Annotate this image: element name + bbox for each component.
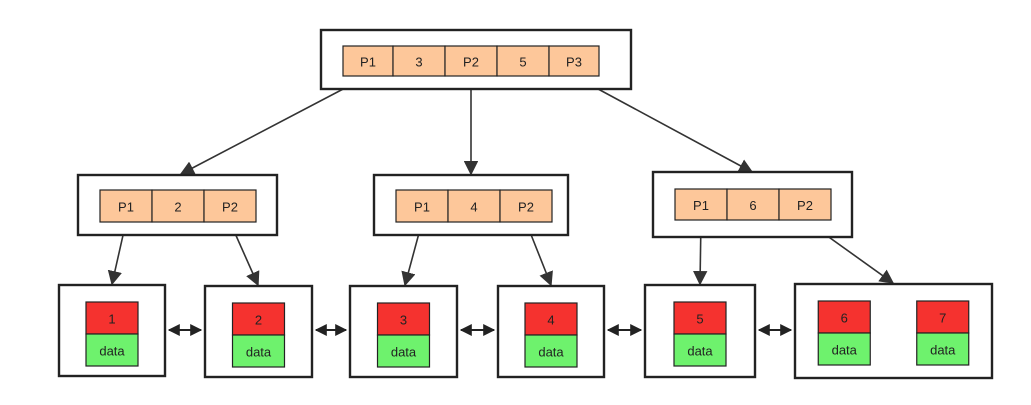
leaf-key-label: 2 xyxy=(255,313,262,328)
leaf-data-label: data xyxy=(687,344,713,359)
pointer-cell xyxy=(674,188,728,221)
pointer-cell xyxy=(548,45,600,77)
pointer-label: 3 xyxy=(415,55,422,70)
pointer-cell xyxy=(203,189,257,223)
leaf-data-label: data xyxy=(246,345,272,360)
pointer-label: P2 xyxy=(797,198,813,213)
leaf-data-label: data xyxy=(538,345,564,360)
pointer-label: 6 xyxy=(749,198,756,213)
leaf-key-cell xyxy=(231,302,286,336)
leaf-data-cell xyxy=(916,332,970,366)
leaf-node: 1 data xyxy=(57,283,167,378)
leaf-node: 3 data xyxy=(348,284,459,379)
leaf-data-cell xyxy=(673,333,727,367)
leaf-key-label: 5 xyxy=(696,312,703,327)
pointer-label: 2 xyxy=(174,200,181,215)
leaf-key-cell xyxy=(376,302,431,336)
pointer-cell xyxy=(99,189,153,223)
leaf-data-cell xyxy=(376,334,431,368)
pointer-label: P1 xyxy=(118,200,134,215)
leaf-key-label: 1 xyxy=(108,312,115,327)
leaf-data-label: data xyxy=(832,343,858,358)
pointer-label: 5 xyxy=(519,55,526,70)
leaf-key-label: 4 xyxy=(547,313,554,328)
pointer-cell xyxy=(447,189,501,223)
leaf-node: 2 data xyxy=(203,284,314,379)
leaf-key-label: 6 xyxy=(841,311,848,326)
leaf-key-label: 7 xyxy=(939,311,946,326)
leaf-node: 6 data 7 data xyxy=(793,282,994,380)
leaf-data-label: data xyxy=(930,343,956,358)
leaf-node: 5 data xyxy=(643,283,757,379)
leaf-node: 4 data xyxy=(496,284,606,379)
leaf-key-cell xyxy=(817,300,871,334)
internal-node: P1 6 P2 xyxy=(651,170,854,239)
root-node: P1 3 P2 5 P3 xyxy=(319,28,633,91)
leaf-data-cell xyxy=(85,333,139,367)
leaf-data-cell xyxy=(524,334,578,368)
leaf-key-label: 3 xyxy=(400,313,407,328)
leaf-data-cell xyxy=(817,332,871,366)
pointer-cell xyxy=(499,189,553,223)
pointer-label: P3 xyxy=(566,55,582,70)
pointer-label: P1 xyxy=(360,55,376,70)
leaf-data-label: data xyxy=(99,344,125,359)
pointer-cell xyxy=(778,188,832,221)
pointer-label: 4 xyxy=(470,200,477,215)
internal-node: P1 4 P2 xyxy=(372,173,570,237)
root-to-internal-arrow xyxy=(573,75,754,173)
root-to-internal-arrow xyxy=(179,75,369,175)
leaf-key-cell xyxy=(524,302,578,336)
internal-node: P1 2 P2 xyxy=(76,173,279,237)
pointer-label: P1 xyxy=(414,200,430,215)
pointer-cell xyxy=(726,188,780,221)
pointer-label: P2 xyxy=(222,200,238,215)
leaf-data-cell xyxy=(231,334,286,368)
pointer-cell xyxy=(395,189,449,223)
pointer-label: P1 xyxy=(693,198,709,213)
pointer-label: P2 xyxy=(518,200,534,215)
leaf-data-label: data xyxy=(391,345,417,360)
pointer-label: P2 xyxy=(463,55,479,70)
